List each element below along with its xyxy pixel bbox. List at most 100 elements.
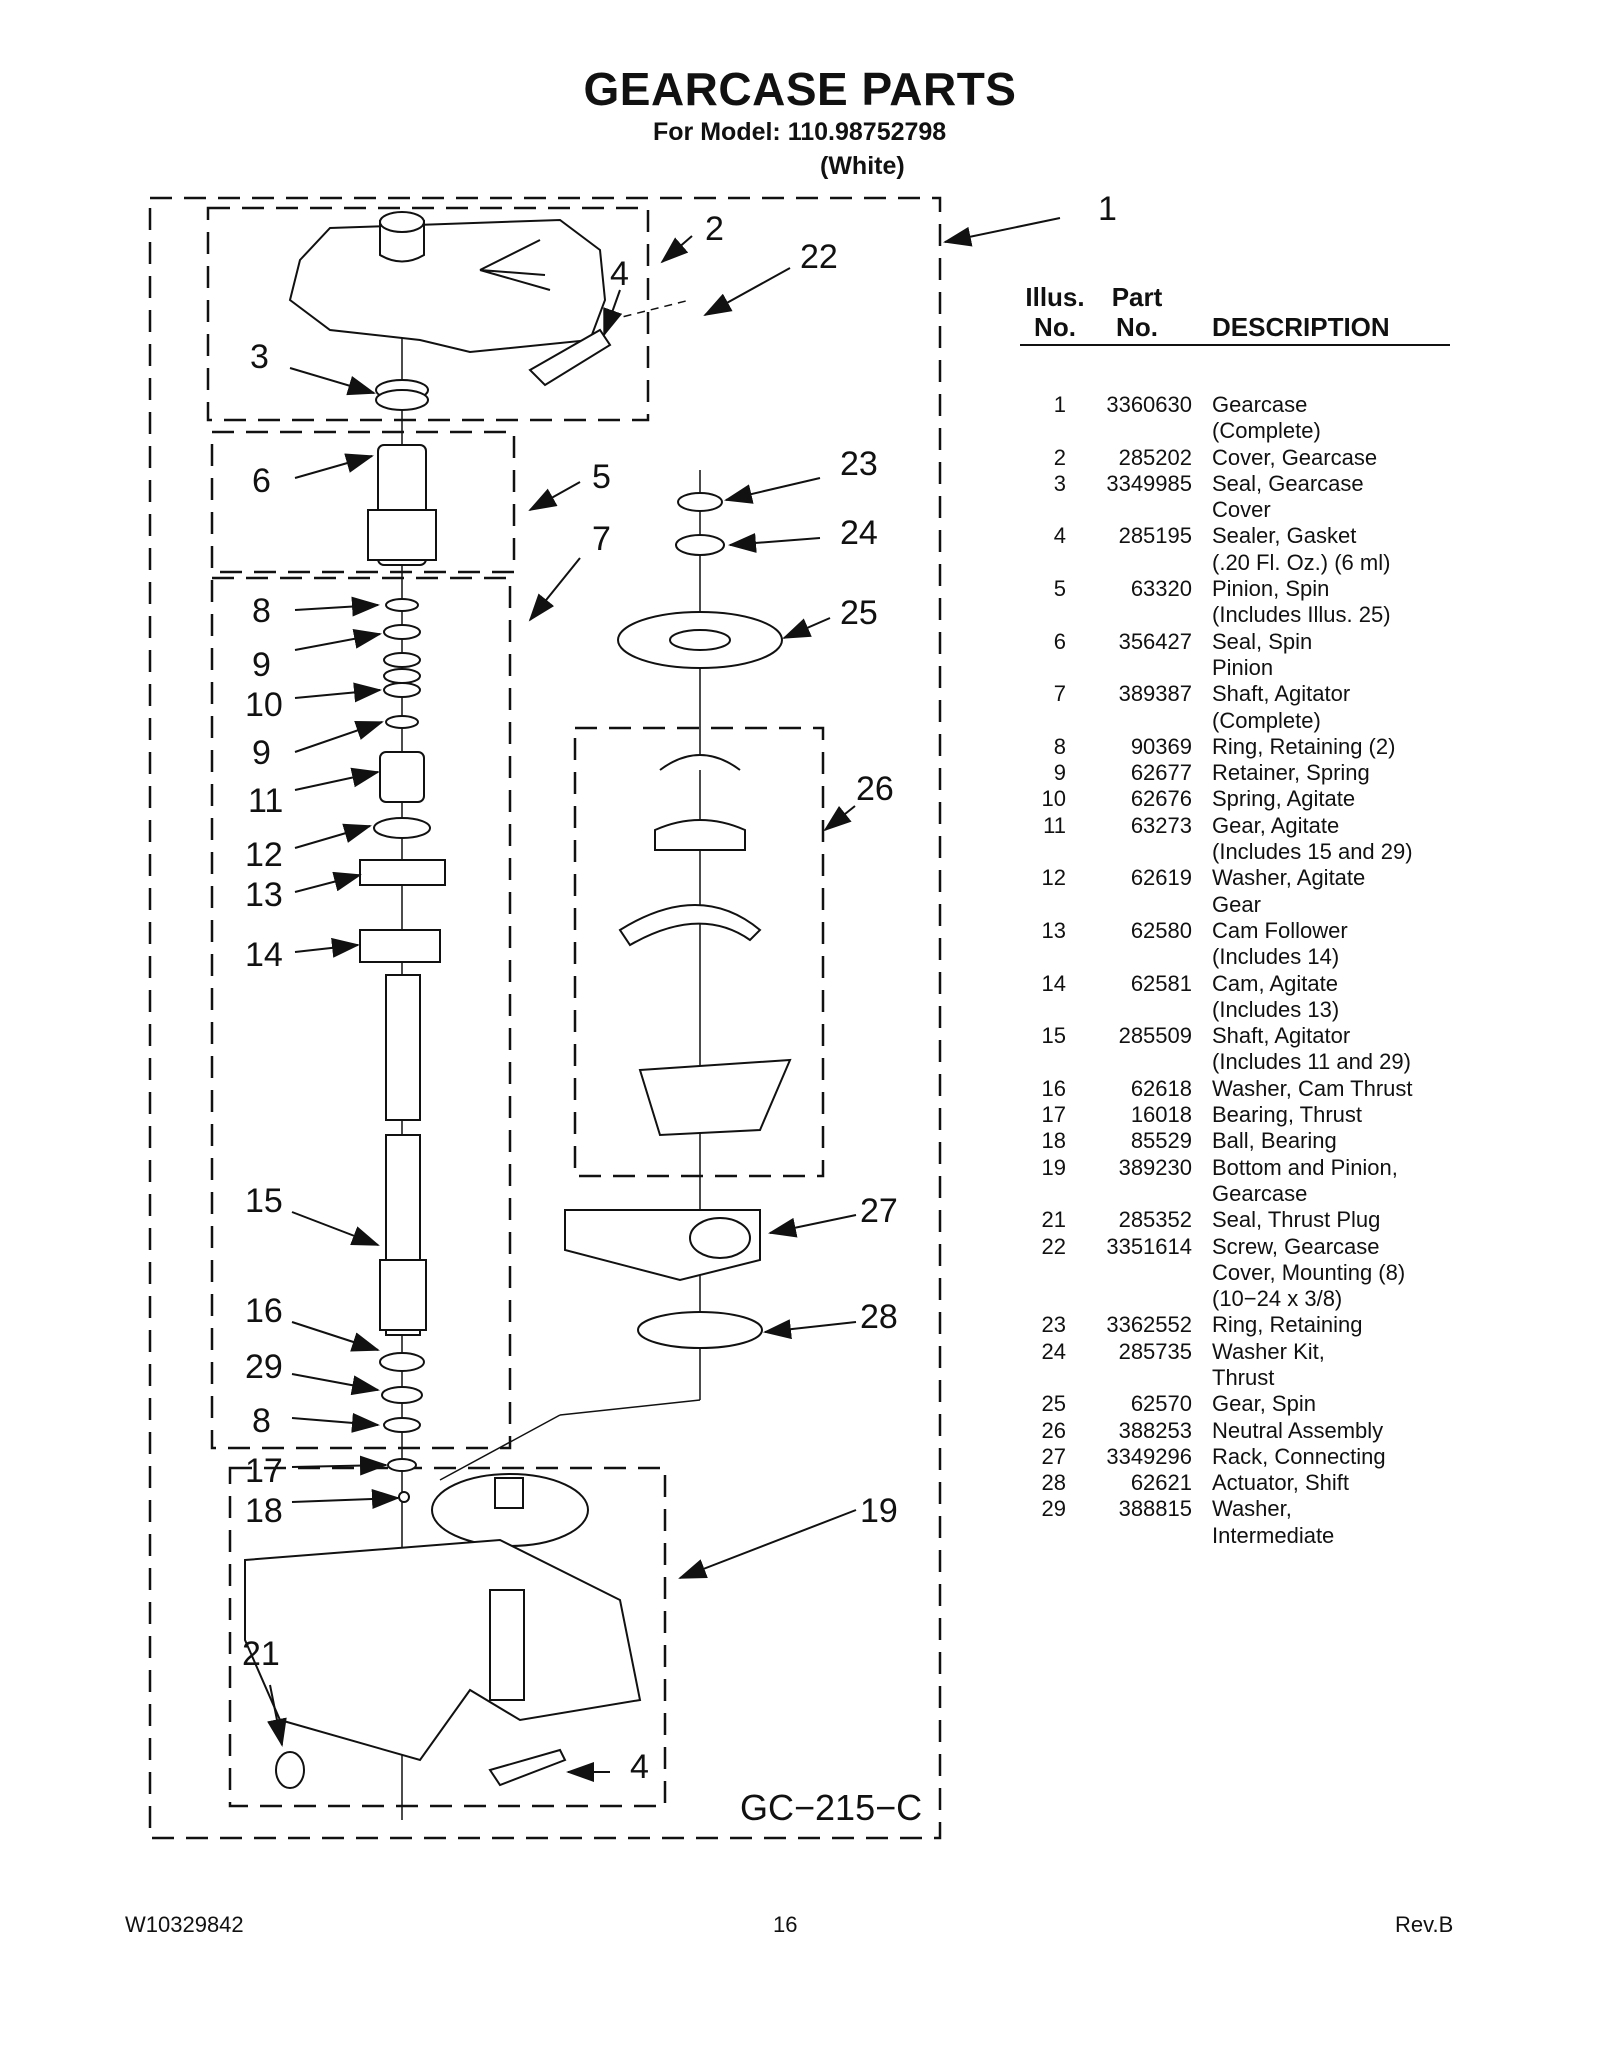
- part-description: Actuator, Shift: [1212, 1470, 1349, 1496]
- callout-label: 9: [252, 734, 271, 772]
- group-box-1: [148, 196, 942, 1840]
- illus-number: 13: [1041, 917, 1066, 943]
- part-number: 389387: [1118, 681, 1192, 707]
- callout-label: 19: [860, 1492, 898, 1530]
- illus-number: 17: [1041, 1102, 1066, 1128]
- part-description: Gearcase: [1212, 1180, 1308, 1206]
- group-box-2: [206, 206, 650, 422]
- part-number: 3349296: [1106, 1443, 1192, 1469]
- legend-row-continuation: (.20 Fl. Oz.) (6 ml): [1020, 550, 1450, 576]
- illus-number: [1020, 550, 1066, 576]
- part-description: Gear, Agitate: [1212, 812, 1340, 838]
- callout-label: 7: [592, 520, 611, 558]
- illus-number: 24: [1041, 1338, 1066, 1364]
- callout-label: 26: [856, 770, 894, 808]
- illus-number: 22: [1041, 1233, 1066, 1259]
- callout-label: 18: [245, 1492, 283, 1530]
- header-part-line2: No.: [1116, 312, 1158, 342]
- callout-label: 6: [252, 462, 271, 500]
- part-description: Washer, Agitate: [1212, 865, 1366, 891]
- part-description: Cover, Gearcase: [1212, 444, 1378, 470]
- callout-label: 5: [592, 458, 611, 496]
- part-number: 62581: [1130, 970, 1192, 996]
- part-number: [1066, 550, 1192, 576]
- part-description: Pinion, Spin: [1212, 576, 1330, 602]
- illus-number: 9: [1053, 760, 1066, 786]
- legend-row: 6 356427 Seal, Spin: [1020, 629, 1450, 655]
- doc-number: W10329842: [125, 1912, 244, 1937]
- part-number: [1066, 892, 1192, 918]
- part-description: Rack, Connecting: [1212, 1443, 1386, 1469]
- part-description: (Includes 15 and 29): [1212, 839, 1413, 865]
- illus-number: 25: [1041, 1391, 1066, 1417]
- callout-label: 21: [242, 1635, 280, 1673]
- part-description: (Includes 13): [1212, 996, 1340, 1022]
- illus-number: [1020, 1049, 1066, 1075]
- part-number: [1066, 997, 1192, 1023]
- illus-number: 23: [1041, 1312, 1066, 1338]
- illus-number: 4: [1053, 523, 1066, 549]
- part-description: Spring, Agitate: [1212, 786, 1356, 812]
- illus-number: 16: [1041, 1075, 1066, 1101]
- callout-labels: 1 2 22 4 3 6 5 23 7 24 8 25 9 10 9 11 26…: [242, 190, 1117, 1786]
- callout-label: 17: [245, 1452, 283, 1490]
- leader-arrows: [267, 217, 1061, 1782]
- illus-number: 18: [1041, 1128, 1066, 1154]
- illus-number: 6: [1053, 628, 1066, 654]
- part-description: Cam Follower: [1212, 917, 1348, 943]
- page-title: GEARCASE PARTS: [583, 63, 1017, 115]
- illus-number: 1: [1053, 392, 1066, 417]
- part-number: 63273: [1130, 812, 1192, 838]
- parts-right-stack: [564, 492, 792, 1349]
- part-number: 356427: [1118, 628, 1192, 654]
- illus-number: [1020, 1365, 1066, 1391]
- callout-label: 2: [705, 210, 724, 248]
- part-number: 62676: [1130, 786, 1192, 812]
- part-number: 62570: [1130, 1391, 1192, 1417]
- legend-header: Illus. No. Part No. DESCRIPTION: [1020, 282, 1450, 346]
- part-number: 3362552: [1106, 1312, 1192, 1338]
- part-number: 85529: [1130, 1128, 1192, 1154]
- part-description: Shaft, Agitator: [1212, 681, 1351, 707]
- part-description: Retainer, Spring: [1212, 760, 1370, 786]
- callout-label: 1: [1098, 190, 1117, 228]
- callout-label: 15: [245, 1182, 283, 1220]
- part-number: 285735: [1118, 1338, 1192, 1364]
- part-description: (Includes 11 and 29): [1212, 1049, 1411, 1075]
- group-box-7: [210, 576, 512, 1450]
- legend-row-continuation: (Complete): [1020, 708, 1450, 734]
- illus-number: [1020, 839, 1066, 865]
- callout-label: 4: [610, 255, 629, 293]
- illus-number: [1020, 602, 1066, 628]
- part-number: [1066, 418, 1192, 444]
- part-number: [1066, 708, 1192, 734]
- callout-label: 13: [245, 876, 283, 914]
- color-line: (White): [820, 152, 905, 180]
- part-description: Seal, Spin: [1212, 628, 1313, 654]
- callout-label: 27: [860, 1192, 898, 1230]
- part-number: 285352: [1118, 1207, 1192, 1233]
- part-description: (Includes 14): [1212, 944, 1340, 970]
- illus-number: [1020, 892, 1066, 918]
- parts-left-stack: [359, 379, 446, 1503]
- part-description: Bearing, Thrust: [1212, 1102, 1363, 1128]
